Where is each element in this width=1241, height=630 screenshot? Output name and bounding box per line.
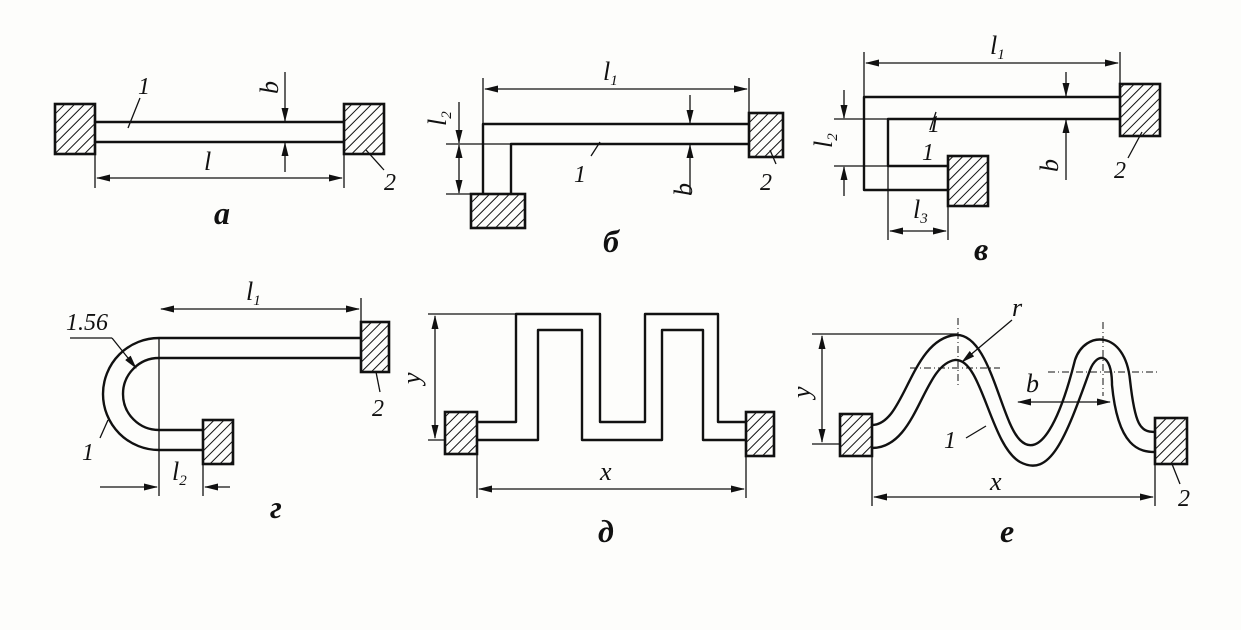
- pipe-inner-edge: [509, 142, 751, 196]
- pipe-outer-edge: [481, 122, 751, 196]
- anchor-bottom: [469, 192, 527, 230]
- dim-label-b: b: [255, 81, 284, 94]
- dim-label-b: b: [1035, 159, 1064, 172]
- pipe-inner-edge: [475, 328, 748, 442]
- part-label-1: 1: [944, 428, 956, 454]
- pipe-outer-edge: [475, 312, 748, 424]
- anchor-left: [443, 410, 479, 456]
- dim-label-b: b: [1026, 369, 1039, 398]
- dim-label-l1: l1: [990, 31, 1005, 63]
- anchor-left: [53, 102, 97, 156]
- pipe-outer-edge: [870, 333, 1157, 447]
- part-label-2: 2: [1178, 486, 1190, 512]
- part-label-2: 2: [372, 396, 384, 422]
- dim-arrow-r: [961, 319, 1013, 363]
- part-label-1b: 1: [922, 140, 934, 166]
- dim-label-b: b: [669, 183, 698, 196]
- part-label-2: 2: [384, 170, 396, 196]
- pipe-outer-edge: [862, 95, 1122, 192]
- anchor-right: [342, 102, 386, 156]
- pipe-outer-edge: [101, 336, 363, 452]
- figure-g: 1.56 l1 l2 1 2 г: [66, 277, 391, 525]
- part-label-1: 1: [138, 74, 150, 100]
- figure-a: 1 2 l b а: [53, 72, 396, 231]
- bend-label: 1.56: [66, 310, 108, 336]
- dim-label-y: y: [397, 372, 426, 387]
- figure-caption-v: в: [974, 231, 988, 267]
- dim-label-x: x: [599, 457, 612, 486]
- dim-label-l: l: [204, 147, 211, 176]
- anchor-inner: [946, 154, 990, 208]
- dim-label-l2: l2: [172, 457, 187, 489]
- part-label-2: 2: [760, 170, 772, 196]
- dim-label-x: x: [989, 467, 1002, 496]
- figure-caption-g: г: [270, 489, 282, 525]
- anchor-left: [838, 412, 874, 458]
- part-label-1a: 1: [928, 112, 940, 138]
- dim-label-r: r: [1012, 293, 1023, 322]
- dim-label-l3: l3: [913, 195, 928, 227]
- figure-e: y x r b 1 2 е: [787, 293, 1190, 549]
- dim-label-l2: l2: [423, 111, 455, 126]
- figure-v: l1 l2 l3 b 1 1 2 в: [809, 31, 1162, 267]
- anchor-top: [359, 320, 391, 374]
- anchor-right: [1118, 82, 1162, 138]
- figure-caption-e: е: [1000, 513, 1014, 549]
- figure-b: l1 l2 b 1 2 б: [423, 57, 785, 259]
- pipe-inner-edge: [870, 356, 1157, 467]
- figure-caption-b: б: [603, 223, 621, 259]
- figure-caption-a: а: [214, 195, 230, 231]
- dim-label-l2: l2: [809, 133, 841, 148]
- dim-label-y: y: [787, 386, 816, 401]
- anchor-right: [747, 111, 785, 159]
- dim-label-l1: l1: [246, 277, 261, 309]
- pipe-inner-edge: [121, 356, 363, 432]
- figure-caption-d: д: [598, 513, 614, 549]
- anchor-right: [1153, 416, 1189, 466]
- part-label-1: 1: [82, 440, 94, 466]
- figure-d: y x д: [397, 312, 776, 549]
- part-label-1: 1: [574, 162, 586, 188]
- anchor-right: [744, 410, 776, 458]
- pipe-inner-edge: [886, 117, 1122, 168]
- part-label-2: 2: [1114, 158, 1126, 184]
- bend-leader: [111, 337, 137, 369]
- dim-label-l1: l1: [603, 57, 618, 89]
- anchor-bottom: [201, 418, 235, 466]
